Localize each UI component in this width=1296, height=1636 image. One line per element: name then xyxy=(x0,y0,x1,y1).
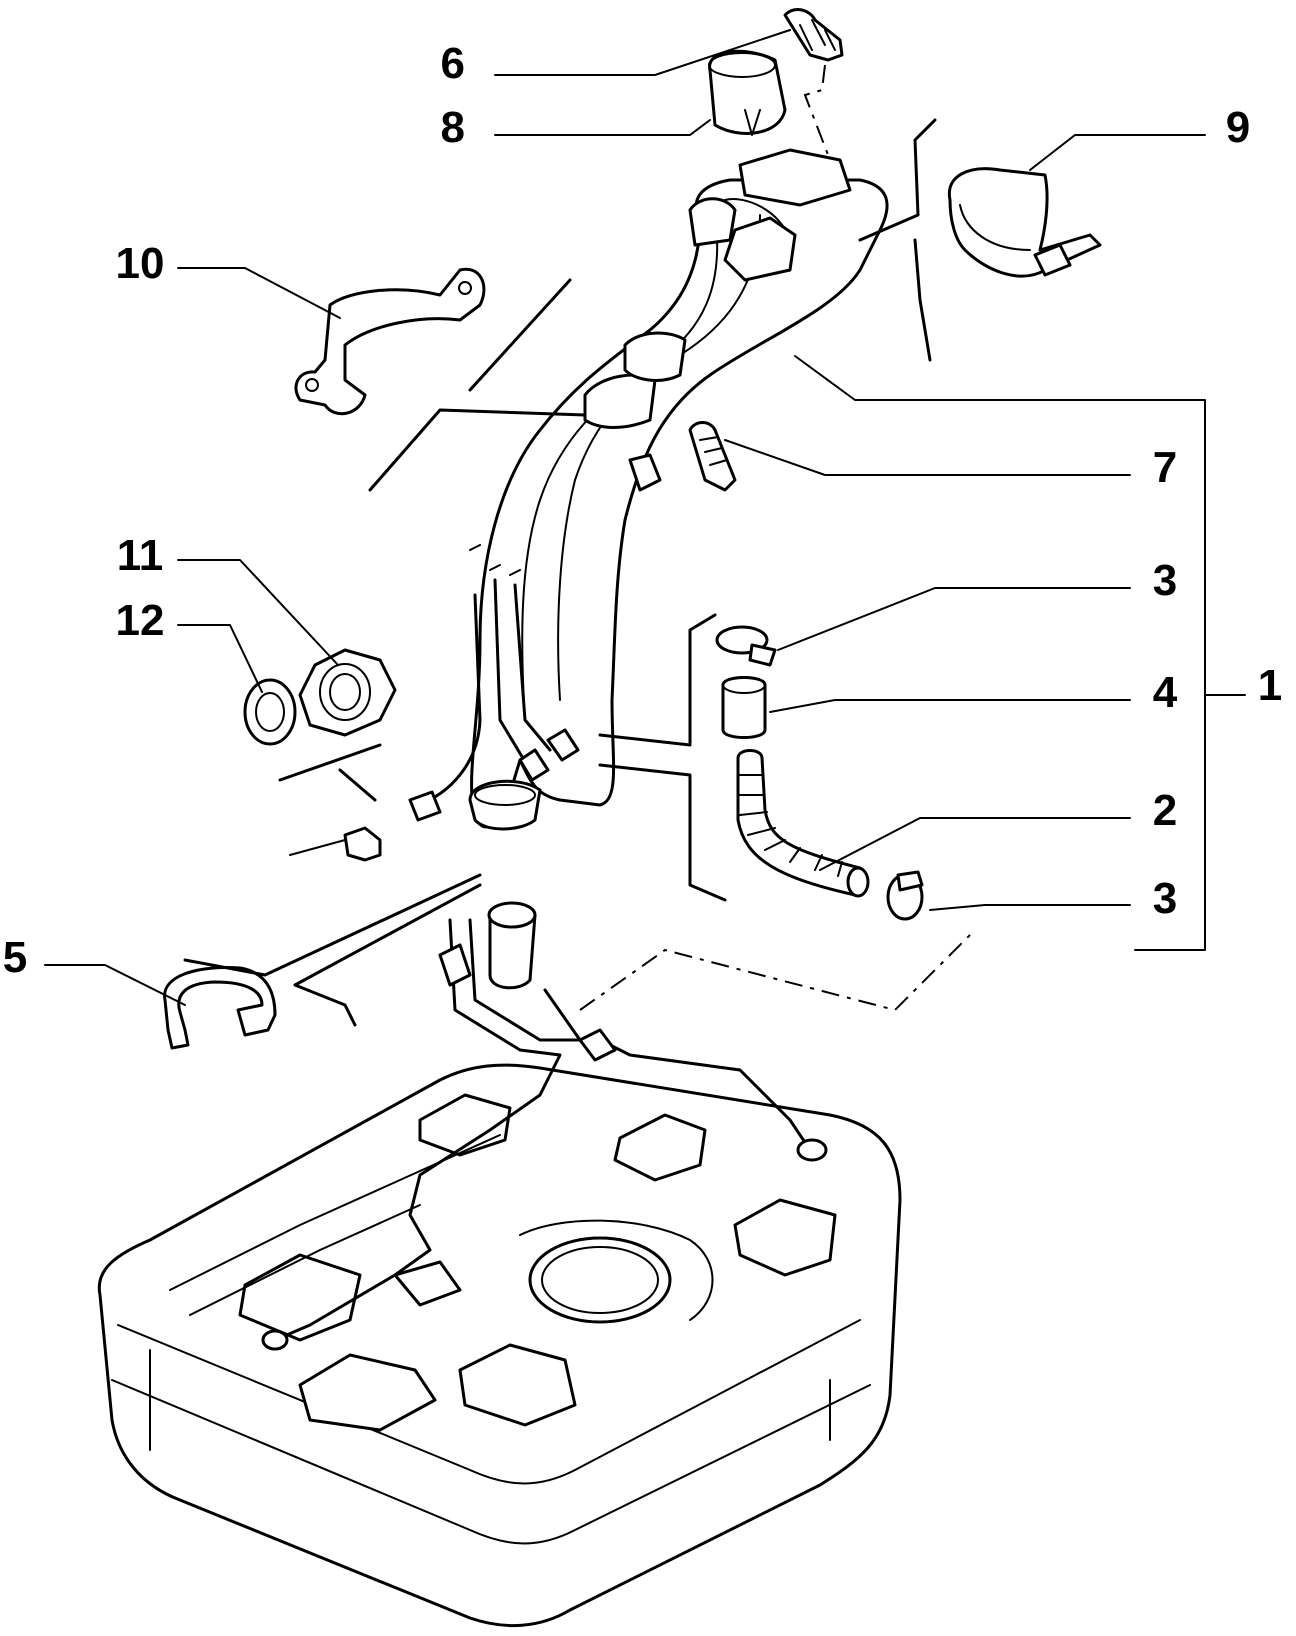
callout-4: 4 xyxy=(1153,668,1178,717)
part-3-clip-upper xyxy=(715,625,777,667)
part-9-strap xyxy=(947,167,1102,278)
part-8-cap xyxy=(708,49,787,136)
part-12-washer xyxy=(243,678,297,746)
section-break-lines xyxy=(183,118,937,1027)
callout-2: 2 xyxy=(1153,786,1177,835)
assembly-dash-lines xyxy=(579,934,971,1012)
part-10-bracket xyxy=(294,267,486,416)
callout-6: 6 xyxy=(441,39,465,88)
part-11-nut xyxy=(298,648,397,737)
callout-labels: 6 8 9 10 7 11 3 12 1 4 2 3 5 xyxy=(3,39,1282,982)
callout-10: 10 xyxy=(116,239,165,288)
callout-3-lower: 3 xyxy=(1153,874,1177,923)
callout-7: 7 xyxy=(1153,443,1177,492)
callout-5: 5 xyxy=(3,933,27,982)
part-2-hose xyxy=(736,749,870,898)
callout-12: 12 xyxy=(116,596,165,645)
fuel-tank xyxy=(97,901,902,1627)
callout-8: 8 xyxy=(441,103,465,152)
part-7-screw xyxy=(688,421,737,492)
part-5-clamp xyxy=(163,966,277,1050)
filler-neck-assembly xyxy=(408,148,889,831)
callout-1: 1 xyxy=(1258,661,1282,710)
part-6-screw xyxy=(783,8,844,161)
part-3-clip-lower xyxy=(886,870,924,921)
callout-3-upper: 3 xyxy=(1153,556,1177,605)
callout-9: 9 xyxy=(1226,103,1250,152)
fuel-line-connector xyxy=(278,743,382,862)
leader-lines xyxy=(44,29,1246,1006)
callout-11: 11 xyxy=(117,531,164,580)
part-4-grommet xyxy=(721,676,767,739)
